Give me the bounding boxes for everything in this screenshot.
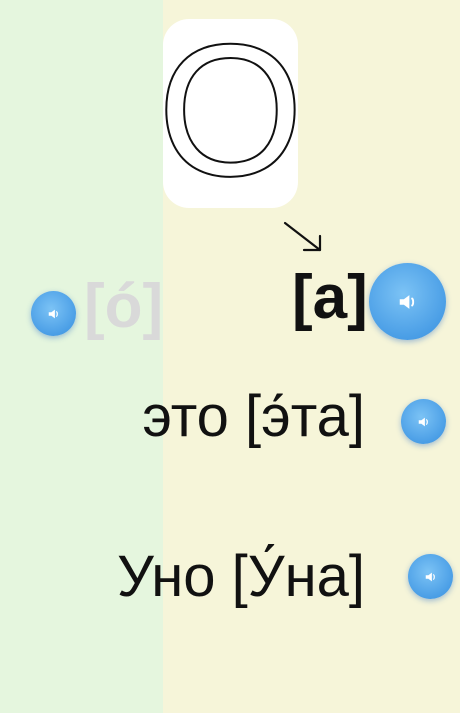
- arrow-down-right-icon: [283, 221, 322, 252]
- main-sound-audio-button[interactable]: [369, 263, 446, 340]
- word-1-audio-button[interactable]: [401, 399, 446, 444]
- faded-sound-label: [ó]: [84, 272, 164, 341]
- example-word-2: Уно [У́на]: [116, 544, 365, 609]
- example-word-1: это [э́та]: [142, 384, 365, 449]
- speaker-icon: [425, 572, 435, 581]
- letter-card: О: [156, 15, 305, 208]
- main-sound-label: [а]: [292, 263, 368, 332]
- speaker-icon: [399, 294, 414, 309]
- letter-glyph: О: [156, 4, 304, 215]
- left-panel: [0, 0, 163, 713]
- speaker-icon: [48, 309, 58, 318]
- speaker-icon: [418, 417, 428, 426]
- word-2-audio-button[interactable]: [408, 554, 453, 599]
- faded-sound-audio-button[interactable]: [31, 291, 76, 336]
